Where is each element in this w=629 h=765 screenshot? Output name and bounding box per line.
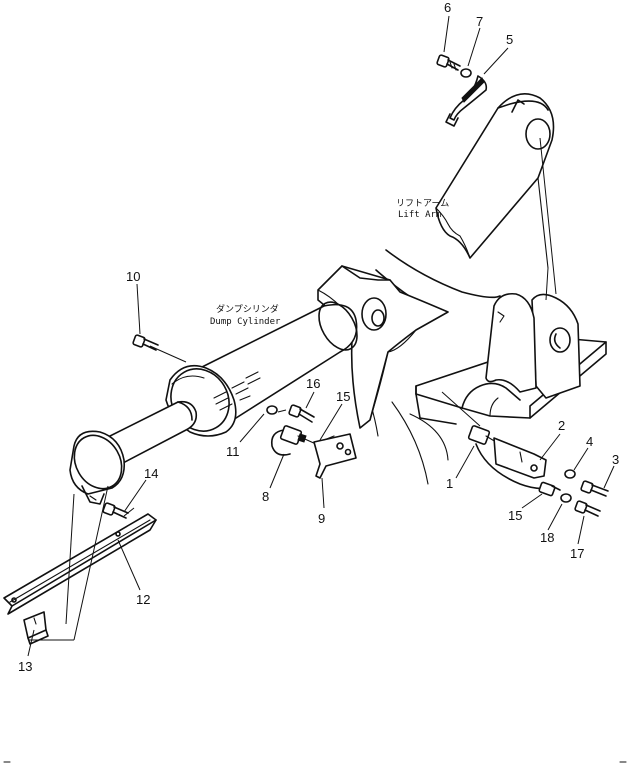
callout-11: 11 (226, 444, 240, 459)
callout-13: 13 (18, 659, 32, 674)
callout-leaders (27, 15, 615, 657)
bolt-3-icon (580, 480, 609, 497)
lift-arm-label-jp: リフトアーム (396, 198, 449, 209)
callout-12: 12 (136, 592, 150, 607)
dump-cylinder-label-jp: ダンプシリンダ (216, 303, 279, 315)
dump-cylinder-label: ダンプシリンダ Dump Cylinder (210, 303, 281, 327)
bolt-14-icon (102, 502, 129, 519)
lift-arm (375, 92, 555, 315)
callout-9: 9 (318, 511, 325, 526)
callout-4: 4 (586, 434, 593, 449)
connector-15-icon (538, 481, 561, 497)
callout-16: 16 (306, 376, 320, 391)
bolt-16-icon (288, 404, 315, 423)
washer-7-icon (460, 68, 472, 78)
callout-numbers: 6 7 5 10 16 15 11 8 9 14 12 13 1 2 4 3 1… (18, 0, 619, 674)
frame-pivot (359, 292, 607, 485)
bolt-17-icon (574, 500, 601, 517)
bolt-6-icon (436, 54, 461, 71)
callout-15-left: 15 (336, 389, 350, 404)
callout-14: 14 (144, 466, 158, 481)
callout-18: 18 (540, 530, 554, 545)
callout-5: 5 (506, 32, 513, 47)
bracket-9-icon (313, 433, 357, 479)
callout-7: 7 (476, 14, 483, 29)
washer-4-icon (564, 469, 576, 479)
dump-cylinder (69, 301, 358, 505)
callout-15-right: 15 (508, 508, 522, 523)
bracket-2-icon (493, 437, 547, 479)
plate-13-icon (23, 611, 49, 645)
callout-8: 8 (262, 489, 269, 504)
rod-guard-12 (3, 513, 157, 615)
washer-11-icon (266, 405, 278, 415)
callout-2: 2 (558, 418, 565, 433)
callout-3: 3 (612, 452, 619, 467)
bolt-10-icon (132, 334, 159, 351)
callout-6: 6 (444, 0, 451, 15)
lift-arm-label-en: Lift Arm (398, 210, 441, 220)
lift-arm-label: リフトアーム Lift Arm (396, 198, 449, 220)
switch-assembly-right (467, 425, 609, 517)
dump-cylinder-label-en: Dump Cylinder (210, 317, 281, 327)
clamp-assembly (436, 54, 488, 127)
limit-switch-8-icon (270, 425, 317, 456)
assembly-lines (28, 137, 557, 641)
callout-1: 1 (446, 476, 453, 491)
switch-assembly-left (266, 404, 357, 479)
cylinder-marking (213, 371, 261, 411)
callout-17: 17 (570, 546, 584, 561)
callout-10: 10 (126, 269, 140, 284)
washer-18-icon (560, 493, 572, 503)
